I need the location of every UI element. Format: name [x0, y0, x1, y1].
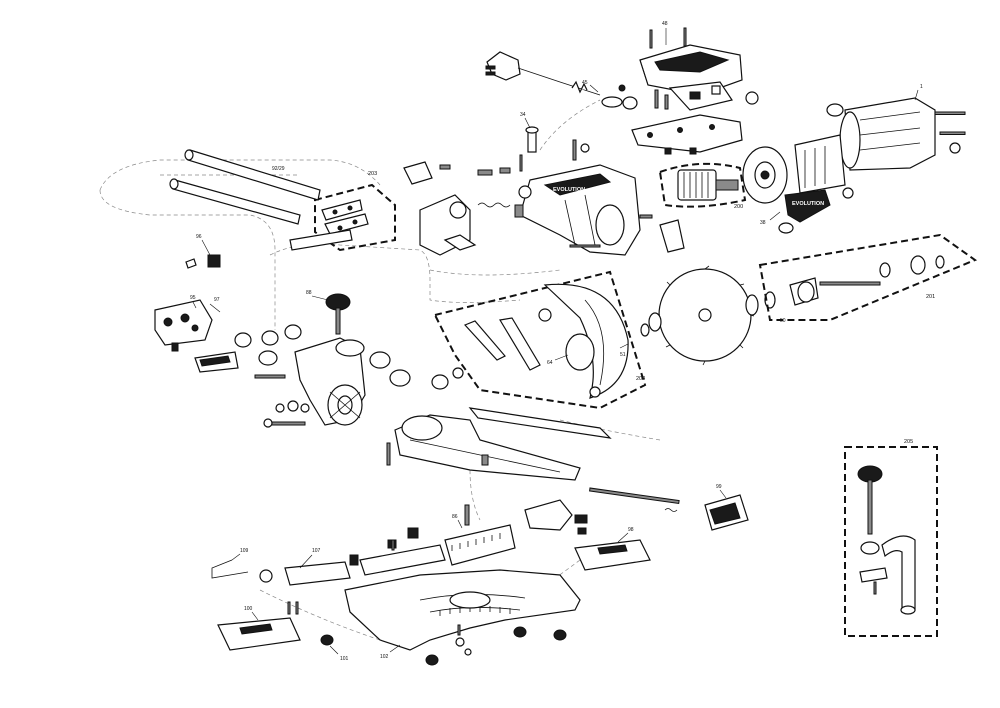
spindle-small-parts: [514, 126, 601, 248]
left-washers: [254, 374, 310, 428]
inset-clamp-box: 205: [844, 439, 938, 637]
fence: [284, 527, 446, 586]
hex-key: [211, 559, 273, 583]
bevel-scale: [444, 504, 516, 566]
label-carbon-brush: 38: [760, 220, 766, 226]
label-fence-left: 107: [312, 548, 321, 554]
label-foot-right: 98: [628, 527, 634, 533]
label-foot-left: 100: [244, 606, 253, 612]
label-bevel-scale: 86: [452, 514, 458, 520]
upper-arm-guard: EVOLUTION: [518, 164, 685, 256]
bevel-pivot-housing: [294, 337, 366, 426]
base-feet: [217, 539, 651, 666]
shaft-group: 201: [758, 233, 978, 321]
label-base: 102: [380, 654, 389, 660]
group-label-205: 205: [904, 439, 913, 445]
label-rail-tube: 92/29: [272, 166, 285, 172]
group-label-200: 200: [734, 204, 743, 210]
label-guard-link: 64: [547, 360, 553, 366]
handle-top-cover: [639, 44, 743, 96]
slide-rails: 92/29: [169, 149, 353, 251]
armature-group: 200: [658, 162, 747, 210]
motor-end-plate: [742, 146, 788, 204]
carbon-brush-holder: EVOLUTION: [778, 187, 854, 234]
switch-assembly: [668, 81, 759, 111]
base: [344, 569, 581, 651]
callouts: 48 45 1 34 38 96 95 97 88 51 64 107 86 1…: [190, 21, 923, 662]
turntable-arm: [386, 407, 612, 481]
lower-guard-group: 204: [433, 270, 647, 410]
label-bracket-block: 95: [190, 295, 196, 301]
group-label-204: 204: [636, 376, 645, 382]
label-left-knob: 96: [196, 234, 202, 240]
left-side-parts: [154, 254, 239, 373]
label-motor-end: 1: [920, 84, 923, 90]
label-hex-key: 109: [240, 548, 249, 554]
label-lock-knob: 88: [306, 290, 312, 296]
saw-blade: 50: [640, 265, 786, 366]
power-cable: [485, 51, 601, 96]
motor-housing: [794, 97, 966, 194]
label-rubber-foot: 101: [340, 656, 349, 662]
bottom-screws: [287, 539, 461, 636]
brand-label-arm: EVOLUTION: [553, 187, 585, 193]
label-upper-guard: 34: [520, 112, 526, 118]
label-cable: 45: [582, 80, 588, 86]
bushings: [234, 324, 464, 390]
left-bracket-group: 203: [314, 171, 396, 252]
top-center-small-parts: [601, 27, 687, 110]
brand-label-handle: EVOLUTION: [792, 201, 824, 207]
table-lock-rod: [589, 487, 749, 531]
lock-lever: [524, 499, 588, 535]
lock-knob-top: [325, 293, 351, 335]
label-clamp-knob: 99: [716, 484, 722, 490]
label-rail-end: 97: [214, 297, 220, 303]
pivot-bracket: [403, 161, 511, 256]
label-handle-cover: 48: [662, 21, 668, 27]
label-flange: 51: [620, 352, 626, 358]
group-label-201: 201: [926, 294, 935, 300]
handle-lower-body: [631, 114, 743, 155]
group-label-203: 203: [368, 171, 377, 177]
